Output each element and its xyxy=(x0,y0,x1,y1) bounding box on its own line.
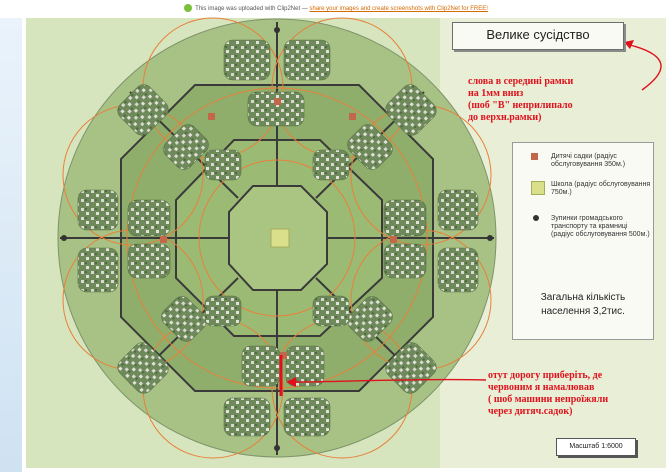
plan-title: Велике сусідство xyxy=(452,22,624,50)
legend-school: Школа (радіус обслуговування 750м.) xyxy=(521,181,651,205)
legend-kindergarten: Дитячі садки (радіус обслуговування 350м… xyxy=(521,153,649,177)
transit-stops xyxy=(61,27,493,451)
left-sidebar xyxy=(0,18,22,472)
legend-stops-label: Зупинки громадського транспорту та крамн… xyxy=(551,215,650,238)
clip2net-icon xyxy=(184,4,193,13)
housing-clusters xyxy=(77,39,479,437)
note-line: ( шоб машини непроїжяли xyxy=(488,394,609,405)
kindergarten-icon xyxy=(531,153,538,160)
note-line: через дитяч.садок) xyxy=(488,406,573,417)
bottom-arrow-head xyxy=(286,377,296,387)
upload-bar-text: This image was uploaded with Clip2Net — xyxy=(195,6,308,12)
kindergarten-markers xyxy=(160,98,397,359)
note-line: слова в середині рамки xyxy=(468,76,574,87)
bottom-annotation-note: отут дорогу приберіть, де червоним я нам… xyxy=(488,370,638,418)
note-line: до верхн.рамки) xyxy=(468,112,542,123)
note-line: червоним я намалював xyxy=(488,382,595,393)
legend-kindergarten-label: Дитячі садки (радіус обслуговування 350м… xyxy=(551,153,626,168)
top-annotation-arrow xyxy=(629,44,662,91)
population-line: населення 3,2тис. xyxy=(541,306,625,317)
note-line: на 1мм вниз xyxy=(468,88,524,99)
school-square xyxy=(270,228,290,248)
legend: Дитячі садки (радіус обслуговування 350м… xyxy=(512,142,654,340)
transit-stop-icon xyxy=(533,215,539,221)
note-line: (шоб "В" неприлипало xyxy=(468,100,573,111)
upload-bar: This image was uploaded with Clip2Net — … xyxy=(0,0,672,18)
legend-stops: Зупинки громадського транспорту та крамн… xyxy=(521,215,650,263)
top-annotation-note: слова в середині рамки на 1мм вниз (шоб … xyxy=(468,76,618,124)
note-line: отут дорогу приберіть, де xyxy=(488,370,603,381)
legend-school-label: Школа (радіус обслуговування 750м.) xyxy=(551,181,651,196)
population-total: Загальна кількість населення 3,2тис. xyxy=(513,291,653,319)
upload-bar-link[interactable]: share your images and create screenshots… xyxy=(309,6,488,12)
bottom-annotation-arrow xyxy=(291,378,487,383)
top-arrow-head xyxy=(624,40,634,49)
scale-label: Масштаб 1:6000 xyxy=(556,438,636,456)
school-icon xyxy=(531,181,545,195)
population-line: Загальна кількість xyxy=(540,292,626,303)
